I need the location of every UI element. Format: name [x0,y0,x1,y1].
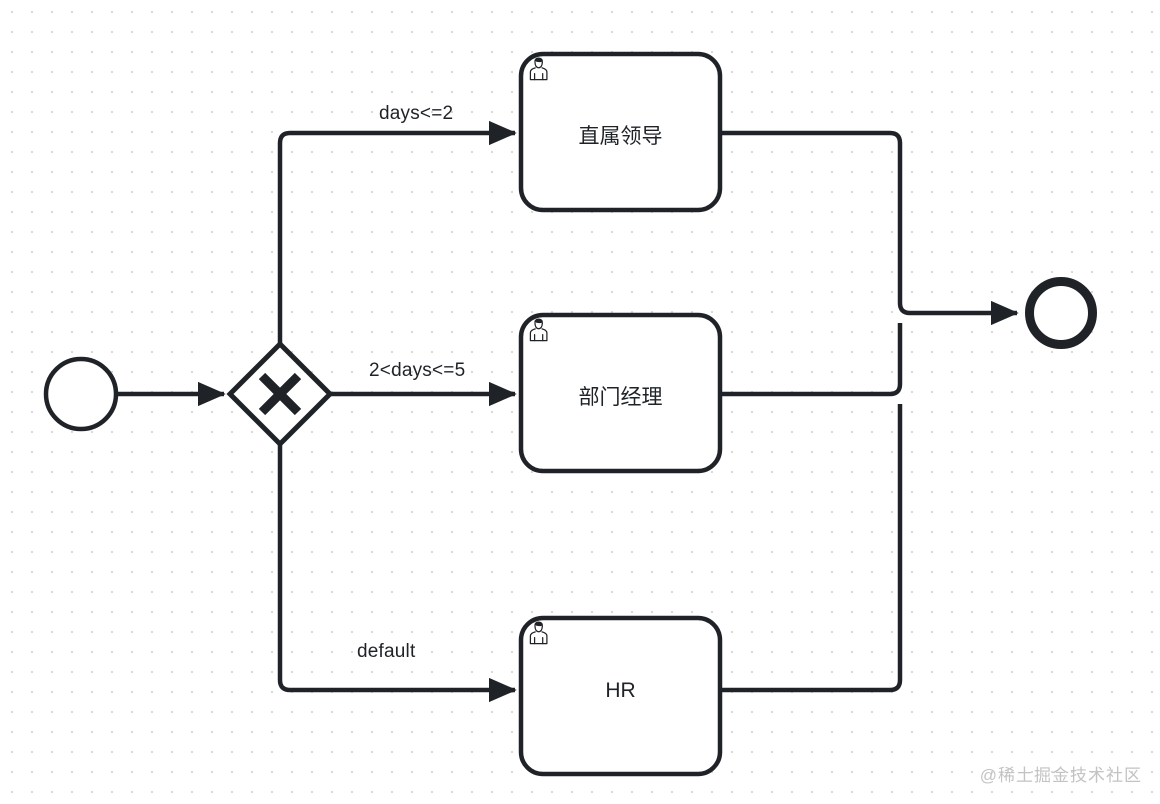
flow-label-default: default [357,641,416,662]
watermark: @稀土掘金技术社区 [979,766,1142,785]
flow-label-days-2-to-5: 2<days<=5 [369,360,466,381]
task-label-direct-leader: 直属领导 [578,125,663,148]
flow-gateway-to-direct-leader [277,120,517,344]
task-label-department-manager: 部门经理 [578,386,663,409]
task-department-manager[interactable] [518,312,723,474]
exclusive-gateway[interactable] [226,340,334,448]
end-event[interactable] [1025,277,1097,349]
flow-hr-to-end [720,404,903,693]
task-label-hr: HR [605,679,636,702]
flow-department-manager-to-end [720,323,903,397]
gateway-x-icon [258,372,302,416]
flow-label-days-lte-2: days<=2 [379,103,454,124]
flow-direct-leader-to-end [720,130,1019,326]
start-event[interactable] [43,356,119,432]
task-hr[interactable] [518,615,723,777]
flow-gateway-to-hr [277,444,517,703]
task-direct-leader[interactable] [518,51,723,213]
